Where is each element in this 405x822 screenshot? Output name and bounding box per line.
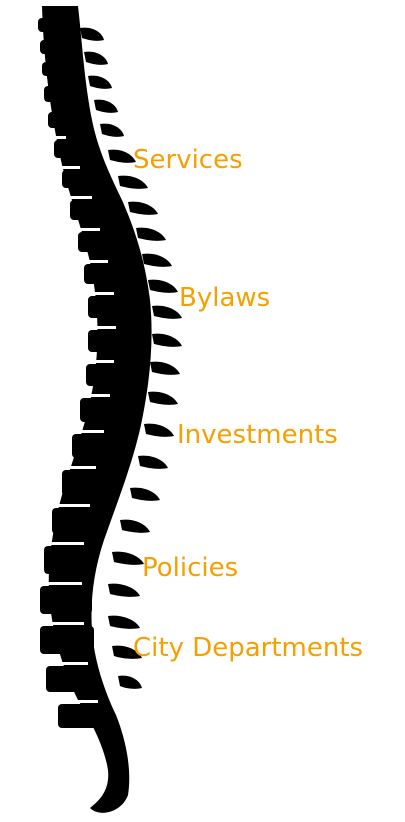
label-investments: Investments: [177, 420, 338, 450]
label-bylaws: Bylaws: [179, 283, 270, 313]
label-policies: Policies: [142, 553, 238, 583]
label-services: Services: [133, 145, 243, 175]
label-city-departments: City Departments: [133, 633, 363, 663]
